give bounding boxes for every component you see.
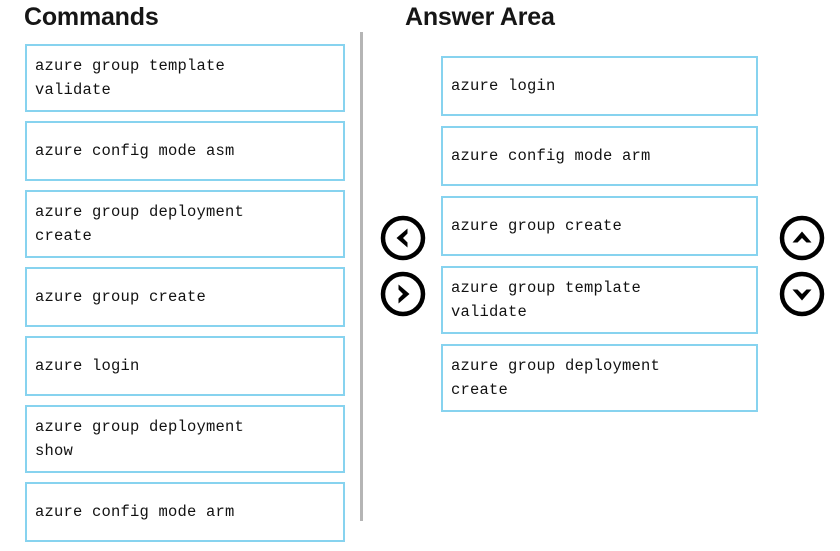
command-item[interactable]: azure group create	[25, 267, 345, 327]
command-item[interactable]: azure group deployment show	[25, 405, 345, 473]
chevron-down-circle-icon[interactable]	[778, 270, 826, 318]
command-item[interactable]: azure group deployment create	[25, 190, 345, 258]
chevron-up-circle-icon[interactable]	[778, 214, 826, 262]
answer-item[interactable]: azure group deployment create	[441, 344, 758, 412]
answer-item[interactable]: azure group create	[441, 196, 758, 256]
command-item[interactable]: azure login	[25, 336, 345, 396]
chevron-right-circle-icon[interactable]	[379, 270, 427, 318]
move-vertical-controls	[778, 214, 826, 326]
commands-heading: Commands	[24, 3, 159, 31]
answer-item[interactable]: azure config mode arm	[441, 126, 758, 186]
command-item[interactable]: azure config mode arm	[25, 482, 345, 542]
answer-item[interactable]: azure login	[441, 56, 758, 116]
move-horizontal-controls	[379, 214, 427, 326]
command-item[interactable]: azure group template validate	[25, 44, 345, 112]
column-divider	[360, 32, 363, 521]
chevron-left-circle-icon[interactable]	[379, 214, 427, 262]
command-item[interactable]: azure config mode asm	[25, 121, 345, 181]
answer-item[interactable]: azure group template validate	[441, 266, 758, 334]
commands-list: azure group template validate azure conf…	[25, 44, 345, 551]
answer-area-heading: Answer Area	[405, 3, 555, 31]
answer-list: azure login azure config mode arm azure …	[441, 56, 758, 422]
